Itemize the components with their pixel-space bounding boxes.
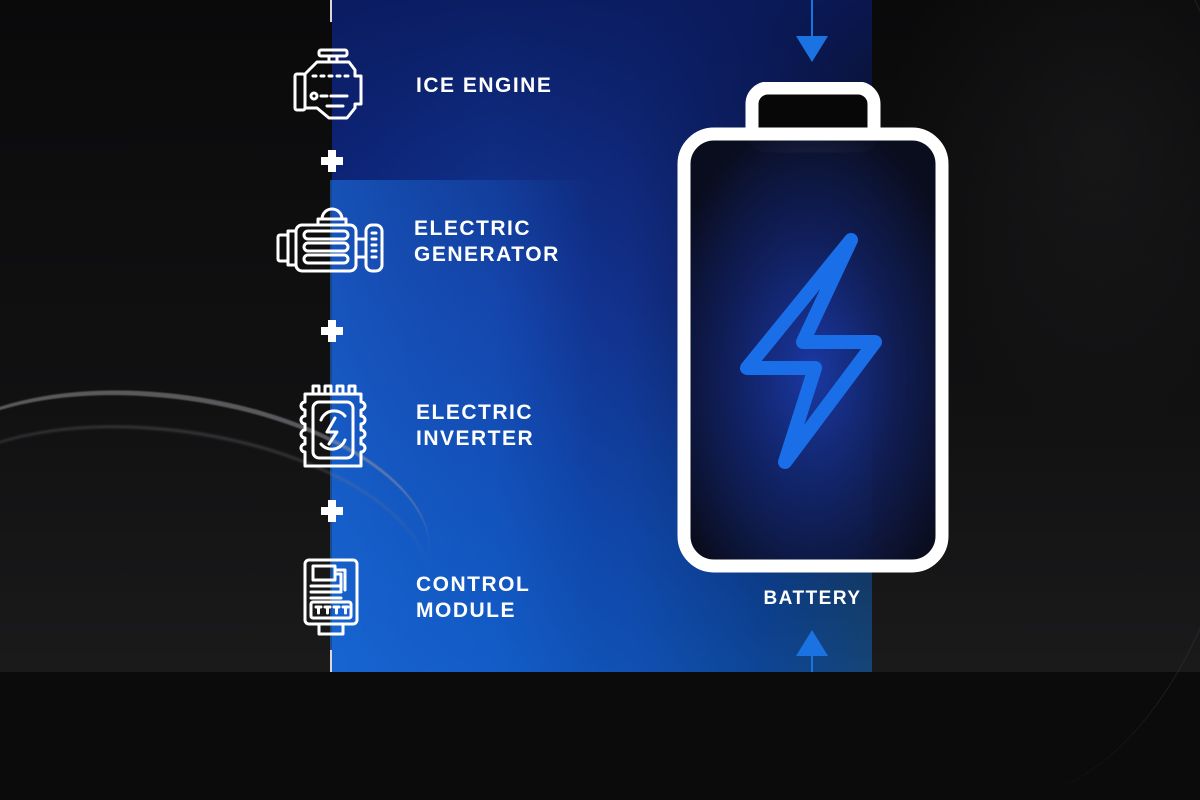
plus-icon xyxy=(321,320,343,342)
plus-icon xyxy=(321,500,343,522)
blue-glow xyxy=(330,180,590,672)
control-module-icon xyxy=(276,556,386,640)
component-label: ELECTRIC INVERTER xyxy=(416,401,535,450)
component-label: ELECTRIC GENERATOR xyxy=(414,217,560,266)
component-ice-engine: ICE ENGINE xyxy=(276,46,552,126)
battery-lightning-icon xyxy=(675,82,951,578)
component-label: ICE ENGINE xyxy=(416,74,553,97)
component-control-module: CONTROL MODULE xyxy=(276,556,530,640)
inverter-chip-icon xyxy=(276,380,386,472)
engine-icon xyxy=(276,46,386,126)
component-electric-generator: ELECTRIC GENERATOR xyxy=(270,205,560,279)
generator-icon xyxy=(270,205,392,279)
arrow-down-icon xyxy=(794,0,830,64)
plus-icon xyxy=(321,150,343,172)
arrow-up-icon xyxy=(794,628,830,672)
connector-line-top xyxy=(330,0,332,22)
battery-label: BATTERY xyxy=(763,588,862,609)
component-electric-inverter: ELECTRIC INVERTER xyxy=(276,380,534,472)
connector-line-bottom xyxy=(330,650,332,672)
component-label: CONTROL MODULE xyxy=(416,573,531,622)
